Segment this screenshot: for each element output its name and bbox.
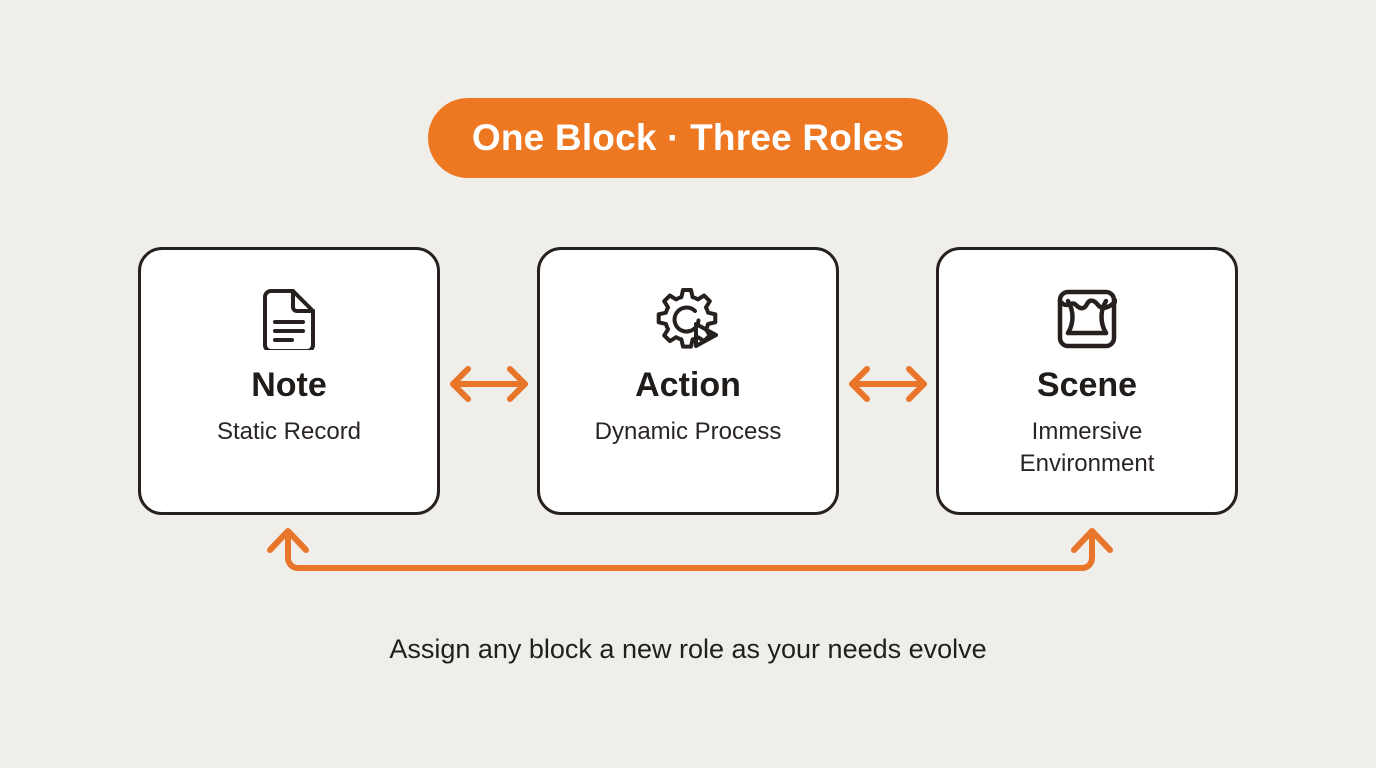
card-title: Action xyxy=(635,366,741,404)
stage-curtain-icon xyxy=(1057,288,1117,350)
card-action[interactable]: Action Dynamic Process xyxy=(537,247,839,515)
card-title: Scene xyxy=(1036,366,1138,404)
caption: Assign any block a new role as your need… xyxy=(389,634,987,664)
action-scene-bidirectional-arrow xyxy=(839,358,937,410)
card-scene[interactable]: Scene Immersive Environment xyxy=(936,247,1238,515)
card-title: Note xyxy=(251,366,327,404)
card-note[interactable]: Note Static Record xyxy=(138,247,440,515)
title-pill: One Block · Three Roles xyxy=(428,98,948,178)
card-subtitle: Static Record xyxy=(216,417,362,445)
gear-play-icon xyxy=(655,288,721,350)
card-subtitle: Immersive Environment xyxy=(1019,417,1155,478)
note-scene-feedback-loop xyxy=(250,520,1130,590)
page-title: One Block · Three Roles xyxy=(471,117,905,158)
card-subtitle: Dynamic Process xyxy=(594,417,782,445)
note-action-bidirectional-arrow xyxy=(440,358,538,410)
document-icon xyxy=(260,288,318,350)
